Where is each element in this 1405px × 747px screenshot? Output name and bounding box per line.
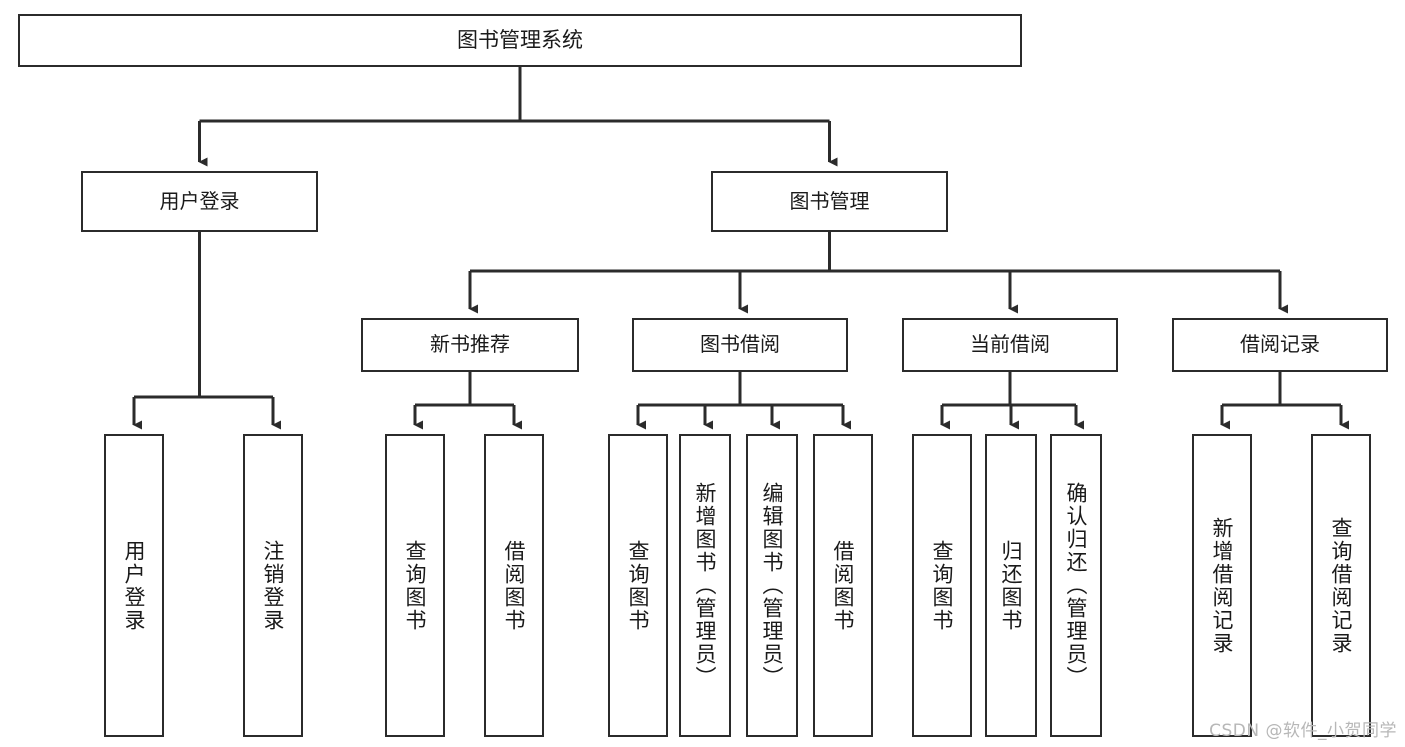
node-borrow-record: 借阅记录 [1172, 318, 1388, 372]
node-leaf-user-login-label: 用户登录 [122, 539, 147, 632]
node-book-management-label: 图书管理 [789, 188, 870, 213]
node-root-label: 图书管理系统 [457, 28, 583, 53]
node-leaf-add-book-label: 新增图书（管理员） [693, 482, 718, 689]
node-current-borrow: 当前借阅 [902, 318, 1118, 372]
node-leaf-logout: 注销登录 [243, 434, 303, 737]
node-leaf-user-login: 用户登录 [104, 434, 164, 737]
node-user-login: 用户登录 [81, 171, 318, 232]
node-leaf-query-book-2-label: 查询图书 [626, 539, 651, 632]
node-leaf-borrow-book-2: 借阅图书 [813, 434, 873, 737]
node-leaf-edit-book: 编辑图书（管理员） [746, 434, 798, 737]
node-leaf-confirm-return-label: 确认归还（管理员） [1064, 482, 1089, 689]
node-leaf-query-record-label: 查询借阅记录 [1329, 516, 1354, 655]
node-current-borrow-label: 当前借阅 [970, 332, 1050, 357]
node-root: 图书管理系统 [18, 14, 1022, 67]
node-leaf-query-record: 查询借阅记录 [1311, 434, 1371, 737]
node-leaf-add-record: 新增借阅记录 [1192, 434, 1252, 737]
node-leaf-query-book-3-label: 查询图书 [930, 539, 955, 632]
node-leaf-edit-book-label: 编辑图书（管理员） [760, 482, 785, 689]
node-leaf-query-book-1-label: 查询图书 [403, 539, 428, 632]
node-new-book-recommend-label: 新书推荐 [430, 332, 510, 357]
node-book-borrow-label: 图书借阅 [700, 332, 780, 357]
node-leaf-query-book-3: 查询图书 [912, 434, 972, 737]
node-leaf-add-record-label: 新增借阅记录 [1210, 516, 1235, 655]
node-new-book-recommend: 新书推荐 [361, 318, 579, 372]
node-borrow-record-label: 借阅记录 [1240, 332, 1320, 357]
node-leaf-borrow-book-1-label: 借阅图书 [502, 539, 527, 632]
node-book-borrow: 图书借阅 [632, 318, 848, 372]
node-user-login-label: 用户登录 [159, 188, 240, 213]
node-leaf-query-book-2: 查询图书 [608, 434, 668, 737]
node-leaf-add-book: 新增图书（管理员） [679, 434, 731, 737]
node-leaf-confirm-return: 确认归还（管理员） [1050, 434, 1102, 737]
node-leaf-return-book: 归还图书 [985, 434, 1037, 737]
node-leaf-logout-label: 注销登录 [261, 539, 286, 632]
node-book-management: 图书管理 [711, 171, 948, 232]
node-leaf-borrow-book-2-label: 借阅图书 [831, 539, 856, 632]
node-leaf-return-book-label: 归还图书 [999, 539, 1024, 632]
node-leaf-query-book-1: 查询图书 [385, 434, 445, 737]
node-leaf-borrow-book-1: 借阅图书 [484, 434, 544, 737]
